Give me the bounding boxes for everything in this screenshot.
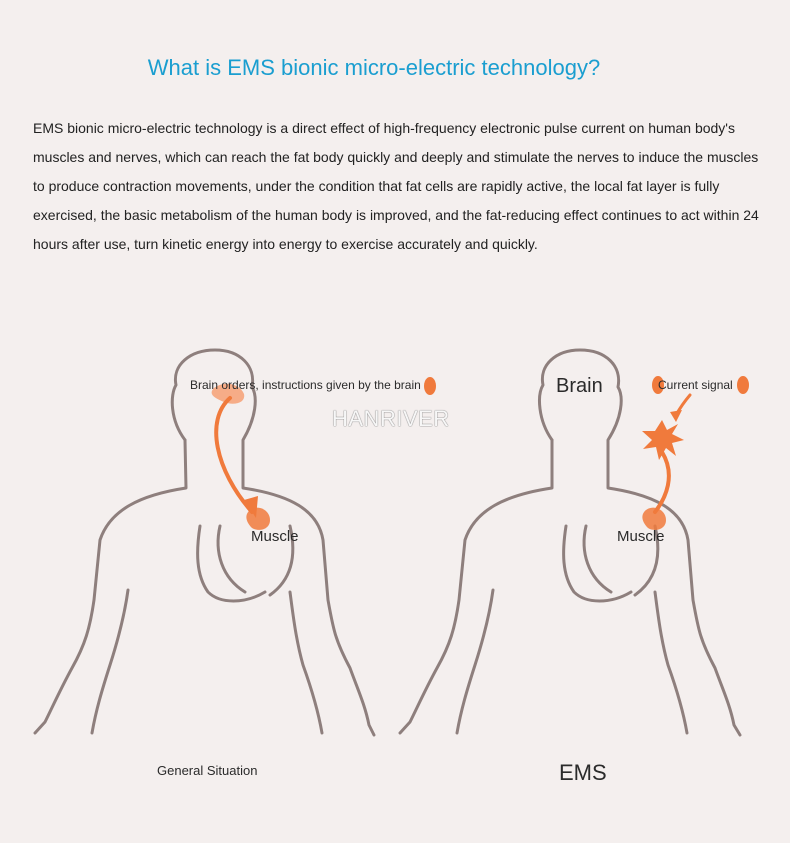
right-muscle-label: Muscle — [617, 528, 665, 545]
left-brain-highlight — [211, 383, 245, 404]
left-muscle-label: Muscle — [251, 528, 299, 545]
brain-label: Brain — [556, 375, 603, 397]
page-title: What is EMS bionic micro-electric techno… — [147, 55, 601, 80]
spark-icon — [642, 420, 684, 460]
right-signal-arrow — [653, 450, 671, 514]
brain-orders-label: Brain orders, instructions given by the … — [190, 378, 421, 392]
current-signal-dot-left — [652, 376, 664, 394]
left-signal-arrow — [214, 396, 254, 514]
body-diagrams — [33, 348, 749, 737]
current-signal-label: Current signal — [658, 378, 733, 392]
signal-arrowhead — [670, 410, 682, 422]
ems-caption: EMS — [559, 760, 607, 785]
left-body-outline — [33, 348, 376, 737]
general-situation-caption: General Situation — [157, 763, 258, 778]
left-muscle-highlight — [246, 507, 270, 530]
right-body-outline — [398, 348, 742, 737]
description-text: EMS bionic micro-electric technology is … — [33, 120, 759, 252]
brand-watermark: HANRIVER — [332, 406, 450, 431]
left-note-dot — [424, 377, 436, 395]
current-signal-dot-right — [737, 376, 749, 394]
right-muscle-highlight — [642, 507, 666, 530]
